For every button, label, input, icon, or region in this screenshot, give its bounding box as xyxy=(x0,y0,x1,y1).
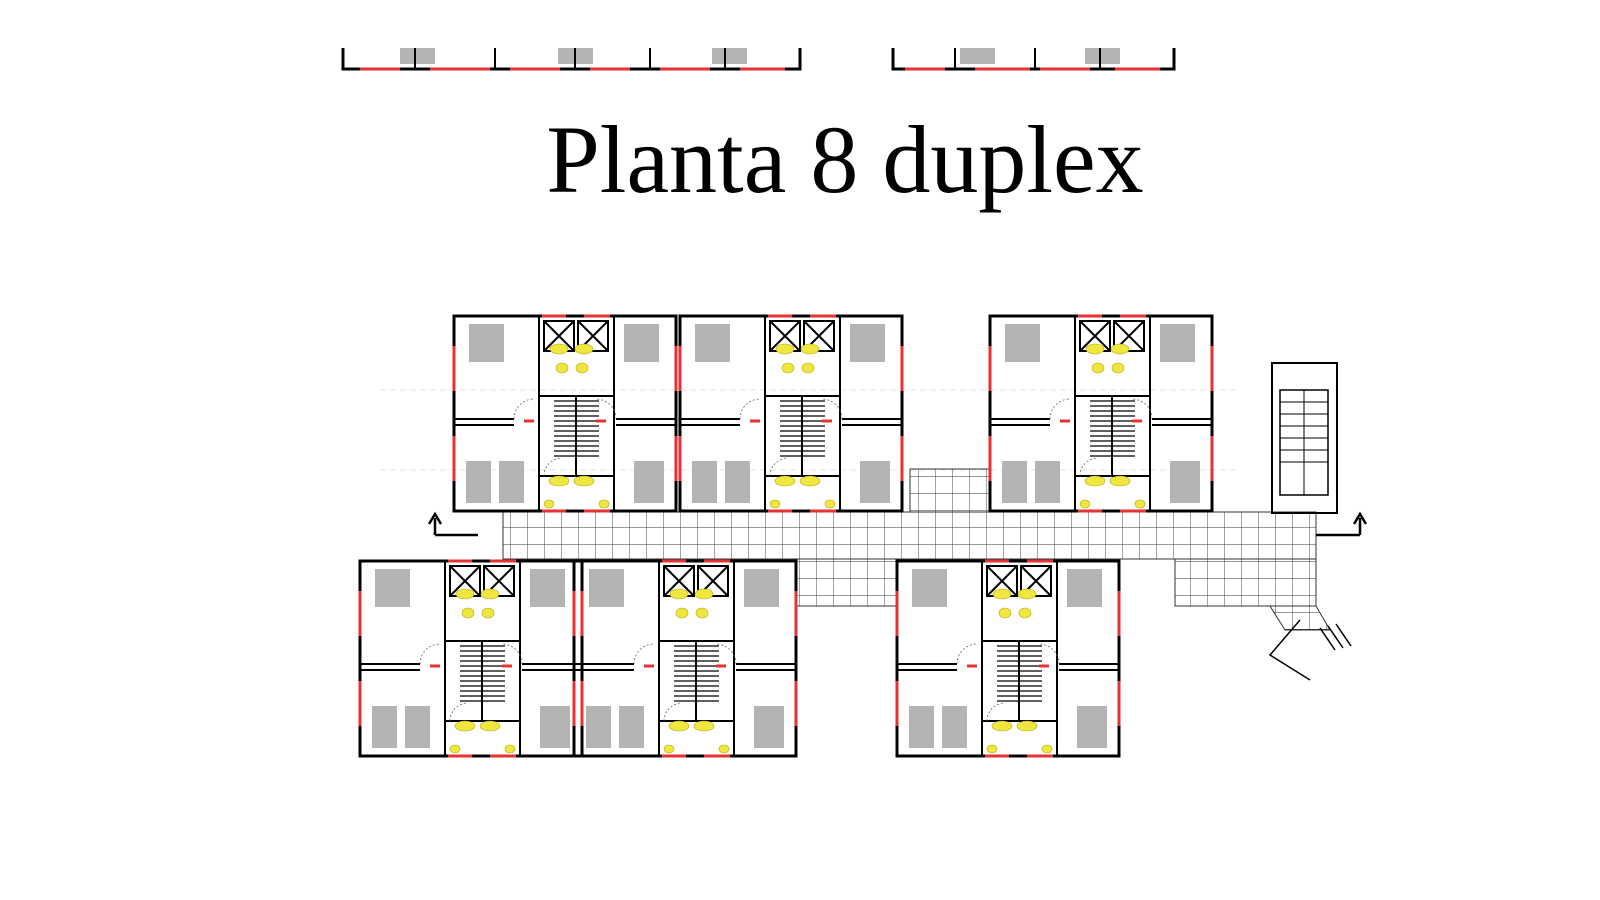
corridor-grid xyxy=(502,511,1317,560)
top-strip-right xyxy=(891,48,1176,71)
top-strip-left xyxy=(341,48,802,71)
duplex-unit-top-2 xyxy=(678,314,904,513)
duplex-unit-top-1 xyxy=(452,314,678,513)
top-strip-partitions xyxy=(414,48,1101,69)
duplex-unit-bottom-1 xyxy=(358,559,584,758)
corridor-grid-right xyxy=(1174,558,1317,607)
duplex-unit-top-3 xyxy=(988,314,1214,513)
top-strip-fixtures xyxy=(400,48,1120,64)
duplex-unit-bottom-3 xyxy=(895,559,1121,758)
corridor-grid-lower xyxy=(796,558,898,607)
duplex-unit-bottom-2 xyxy=(572,559,798,758)
stair-core xyxy=(1271,362,1338,514)
entrance-arrow-right xyxy=(1316,511,1368,537)
exterior-stair xyxy=(1268,619,1352,681)
slide-title: Planta 8 duplex xyxy=(546,106,1144,213)
corridor-grid-middle xyxy=(909,468,991,513)
entrance-arrow-left xyxy=(427,511,478,537)
corridor-grid-ramp xyxy=(1269,605,1331,631)
